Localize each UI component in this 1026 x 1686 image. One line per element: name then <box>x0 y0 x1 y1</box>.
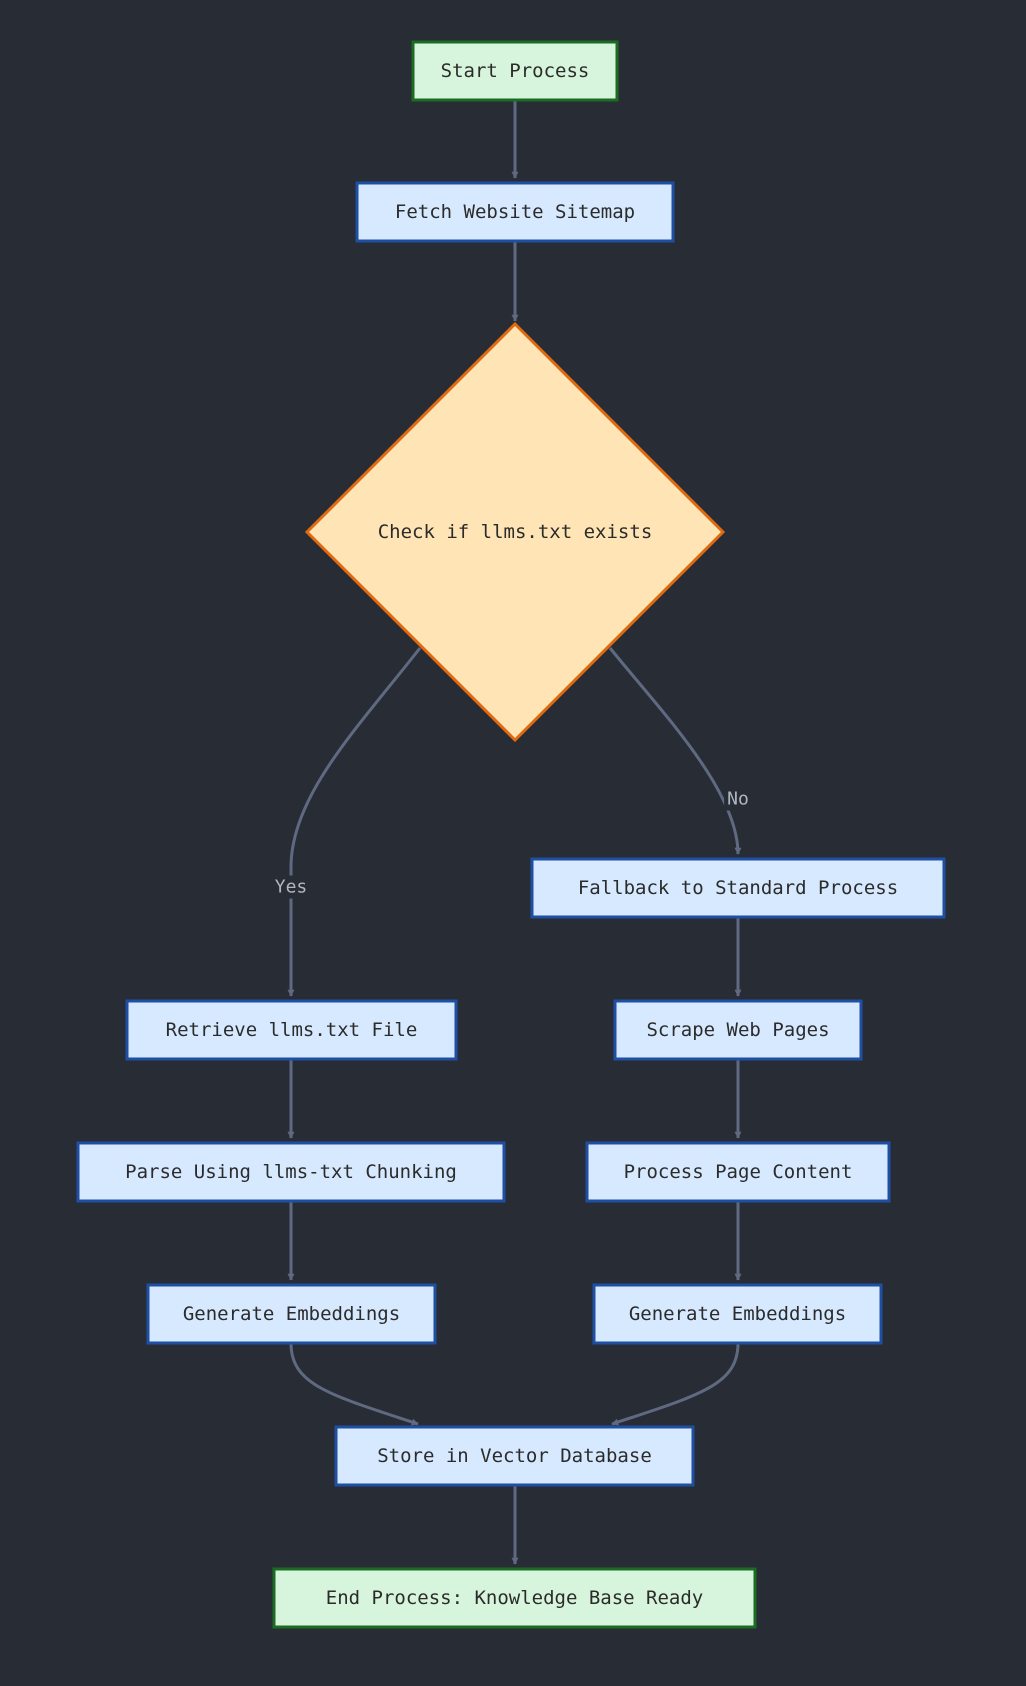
node-label: Fetch Website Sitemap <box>395 201 635 223</box>
process-box <box>146 1283 437 1345</box>
edges: Yes No <box>271 100 752 1565</box>
node-label: Process Page Content <box>624 1161 853 1183</box>
process-box <box>76 1141 506 1203</box>
node-label: Store in Vector Database <box>377 1445 652 1467</box>
node-label: Generate Embeddings <box>183 1303 400 1325</box>
edge-check-to-fallback <box>608 647 742 855</box>
node-label: Retrieve llms.txt File <box>166 1019 418 1041</box>
process-box <box>355 181 675 243</box>
process-box <box>125 999 458 1061</box>
node-fallback: Fallback to Standard Process <box>530 857 946 919</box>
terminal-box <box>411 40 619 102</box>
node-store: Store in Vector Database <box>334 1425 695 1487</box>
node-start: Start Process <box>411 40 619 102</box>
node-check: Check if llms.txt exists <box>304 321 726 743</box>
node-label: Generate Embeddings <box>629 1303 846 1325</box>
edge-label-no: No <box>727 789 749 810</box>
node-fetch: Fetch Website Sitemap <box>355 181 675 243</box>
node-label: Scrape Web Pages <box>646 1019 829 1041</box>
edge-label-background <box>724 787 752 811</box>
process-box <box>613 999 863 1061</box>
node-scrape: Scrape Web Pages <box>613 999 863 1061</box>
process-box <box>530 857 946 919</box>
process-box <box>592 1283 883 1345</box>
node-label: End Process: Knowledge Base Ready <box>326 1587 704 1609</box>
edge-check-to-retrieve <box>287 647 422 997</box>
node-process: Process Page Content <box>585 1141 891 1203</box>
node-embed-left: Generate Embeddings <box>146 1283 437 1345</box>
edge-embed_left-to-store <box>289 1342 419 1426</box>
node-end: End Process: Knowledge Base Ready <box>272 1567 757 1629</box>
node-parse: Parse Using llms-txt Chunking <box>76 1141 506 1203</box>
node-label: Start Process <box>441 60 590 82</box>
edge-label-background <box>271 875 311 899</box>
edge-label-yes: Yes <box>275 877 308 898</box>
node-embed-right: Generate Embeddings <box>592 1283 883 1345</box>
node-label: Fallback to Standard Process <box>578 877 898 899</box>
node-retrieve: Retrieve llms.txt File <box>125 999 458 1061</box>
process-box <box>334 1425 695 1487</box>
node-label: Check if llms.txt exists <box>378 521 653 543</box>
terminal-box <box>272 1567 757 1629</box>
process-box <box>585 1141 891 1203</box>
edge-embed_right-to-store <box>611 1342 740 1426</box>
node-label: Parse Using llms-txt Chunking <box>125 1161 457 1183</box>
decision-diamond <box>304 321 726 743</box>
